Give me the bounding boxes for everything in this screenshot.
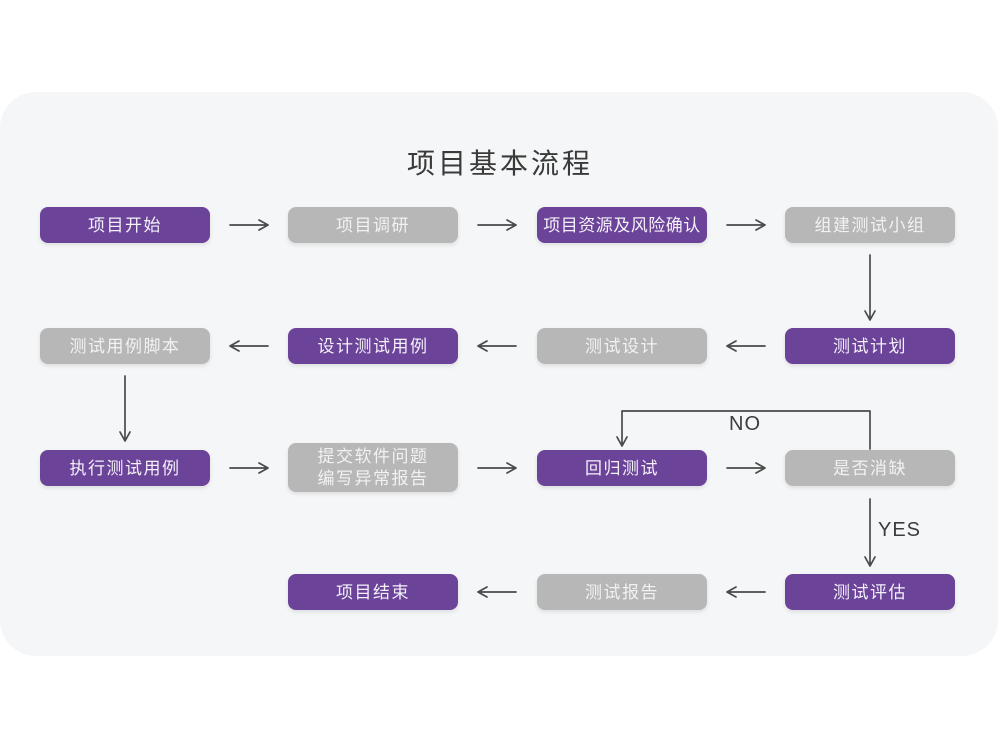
flow-node-form-test-team: 组建测试小组 bbox=[785, 207, 955, 243]
flow-node-test-evaluation: 测试评估 bbox=[785, 574, 955, 610]
flowchart-card bbox=[0, 92, 998, 656]
flow-node-line-1: 提交软件问题 bbox=[317, 446, 429, 466]
flow-node-defect-cleared: 是否消缺 bbox=[785, 450, 955, 486]
flow-node-test-plan: 测试计划 bbox=[785, 328, 955, 364]
edge-label-yes: YES bbox=[878, 519, 922, 541]
flow-node-project-resources-risk: 项目资源及风险确认 bbox=[537, 207, 707, 243]
flow-node-design-test-cases: 设计测试用例 bbox=[288, 328, 458, 364]
flow-node-project-research: 项目调研 bbox=[288, 207, 458, 243]
flow-node-project-end: 项目结束 bbox=[288, 574, 458, 610]
flow-node-submit-issue-report: 提交软件问题 编写异常报告 bbox=[288, 443, 458, 492]
edge-label-no: NO bbox=[729, 413, 761, 435]
flow-node-project-start: 项目开始 bbox=[40, 207, 210, 243]
flow-node-execute-test-cases: 执行测试用例 bbox=[40, 450, 210, 486]
flow-node-test-report: 测试报告 bbox=[537, 574, 707, 610]
flow-node-test-design: 测试设计 bbox=[537, 328, 707, 364]
flow-node-regression-test: 回归测试 bbox=[537, 450, 707, 486]
diagram-title: 项目基本流程 bbox=[406, 148, 593, 179]
flow-node-test-case-scripts: 测试用例脚本 bbox=[40, 328, 210, 364]
flow-node-line-2: 编写异常报告 bbox=[317, 468, 429, 488]
